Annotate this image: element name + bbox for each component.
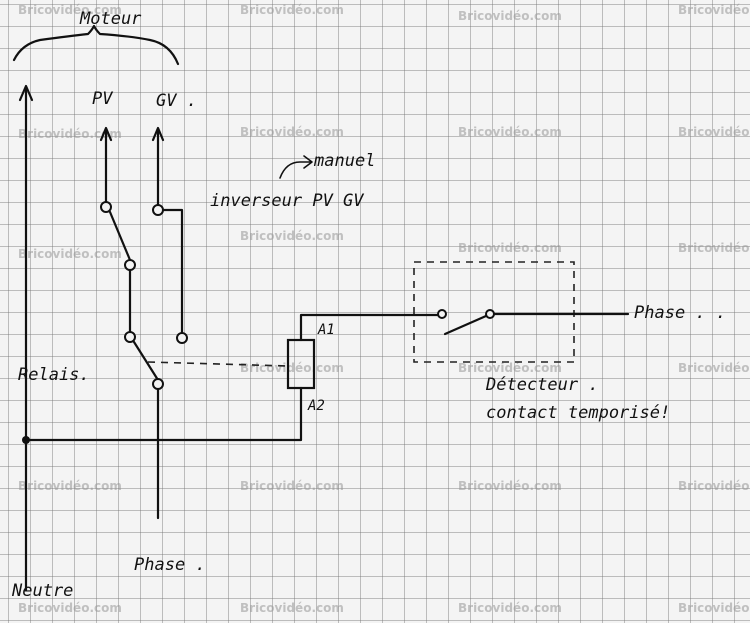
inverseur-blade [108, 210, 132, 262]
watermark: Bricovidéo.com [240, 3, 344, 17]
watermark: Bricovidéo.com [458, 9, 562, 23]
coil-a2-wire [24, 386, 303, 442]
pv-terminal [100, 201, 112, 213]
watermark: Bricovidéo.com [458, 479, 562, 493]
manuel-arrow [279, 155, 313, 179]
watermark: Bricovidéo.com [458, 125, 562, 139]
label-neutre: Neutre [11, 581, 73, 601]
watermark: Bricovidéo.com [678, 3, 750, 17]
watermark: Bricovidéo.com [18, 479, 122, 493]
label-a2: A2 [307, 398, 325, 414]
label-detecteur: Détecteur . [485, 375, 599, 395]
relay-contact-blade [132, 340, 160, 382]
watermark: Bricovidéo.com [458, 361, 562, 375]
watermark: Bricovidéo.com [240, 229, 344, 243]
watermark: Bricovidéo.com [458, 241, 562, 255]
gv-return-wire [161, 208, 184, 336]
gv-arrow [151, 126, 165, 142]
inverseur-common-terminal [124, 259, 136, 271]
coil-a1-wire [299, 313, 440, 342]
relay-open-terminal [176, 332, 188, 344]
watermark: Bricovidéo.com [240, 361, 344, 375]
watermark: Bricovidéo.com [240, 125, 344, 139]
motor-brace [12, 24, 180, 66]
detector-contact-blade [443, 314, 488, 336]
watermark: Bricovidéo.com [678, 479, 750, 493]
relay-common-terminal [124, 331, 136, 343]
watermark: Bricovidéo.com [678, 125, 750, 139]
label-phase-right: Phase . . [634, 303, 726, 323]
neutral-arrow [18, 84, 34, 102]
watermark-layer: Bricovidéo.com Bricovidéo.com Bricovidéo… [18, 3, 750, 615]
watermark: Bricovidéo.com [678, 601, 750, 615]
watermark: Bricovidéo.com [18, 3, 122, 17]
label-moteur: Moteur [79, 9, 142, 29]
watermark: Bricovidéo.com [458, 601, 562, 615]
detector-terminal-in [437, 309, 447, 319]
label-relais: Relais. [18, 365, 90, 385]
watermark: Bricovidéo.com [678, 361, 750, 375]
gv-terminal [152, 204, 164, 216]
label-a1: A1 [317, 322, 335, 338]
label-pv: PV [92, 89, 113, 109]
label-gv: GV . [156, 91, 197, 111]
watermark: Bricovidéo.com [678, 241, 750, 255]
relay-closed-terminal [152, 378, 164, 390]
label-inverseur: inverseur PV GV [210, 191, 364, 211]
watermark: Bricovidéo.com [18, 601, 122, 615]
label-phase-bottom: Phase . [134, 555, 206, 575]
watermark: Bricovidéo.com [18, 247, 122, 261]
relay-linkage [147, 361, 289, 367]
label-manuel: manuel [313, 151, 375, 171]
detector-box [413, 261, 575, 363]
watermark: Bricovidéo.com [18, 127, 122, 141]
detector-terminal-out [485, 309, 495, 319]
pv-arrow [99, 126, 113, 142]
watermark: Bricovidéo.com [240, 479, 344, 493]
watermark: Bricovidéo.com [240, 601, 344, 615]
label-contact: contact temporisé! [486, 403, 670, 423]
